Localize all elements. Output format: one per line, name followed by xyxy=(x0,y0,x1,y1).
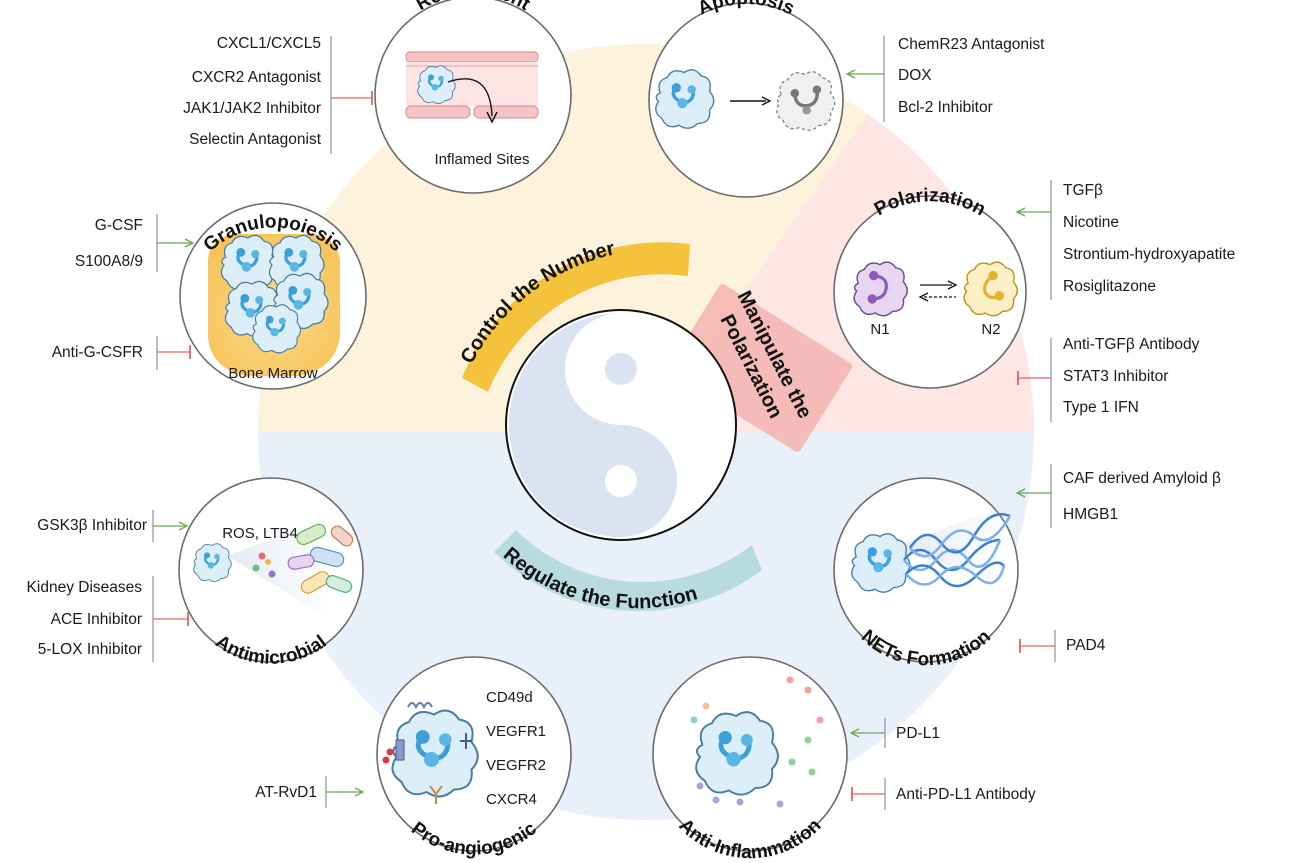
neutrophil-icon xyxy=(416,64,457,105)
n1-cell-icon xyxy=(853,261,908,317)
nets-activator-label: CAF derived Amyloid β xyxy=(1063,470,1221,487)
recruitment-inhibitor-label: JAK1/JAK2 Inhibitor xyxy=(183,100,321,117)
n2-label: N2 xyxy=(981,321,1000,338)
polarization-activator-label: TGFβ xyxy=(1063,182,1103,199)
polarization-inhibitor-label: Anti-TGFβ Antibody xyxy=(1063,336,1200,353)
antimicrobial-inhibitor-label: 5-LOX Inhibitor xyxy=(37,641,142,658)
apoptotic-cell-icon xyxy=(776,71,836,131)
marker-label: CD49d xyxy=(486,689,533,706)
antimicrobial-inhibitor-label: Kidney Diseases xyxy=(26,579,142,596)
granulopoiesis-caption: Bone Marrow xyxy=(228,365,317,382)
neutrophil-icon xyxy=(850,532,912,594)
yin-yang-icon xyxy=(505,309,737,541)
polarization-inhibitor-label: Type 1 IFN xyxy=(1063,399,1139,416)
proangiogenic-activator-label: AT-RvD1 xyxy=(255,784,317,801)
granulopoiesis-inhibitor-label: Anti-G-CSFR xyxy=(51,344,143,361)
recruitment-inhibitor-label: CXCR2 Antagonist xyxy=(191,69,321,86)
marker-label: VEGFR2 xyxy=(486,757,546,774)
nets-circle xyxy=(833,477,1019,663)
recruitment-caption: Inflamed Sites xyxy=(434,151,529,168)
neutrophil-icon xyxy=(393,711,478,797)
neutrophil-icon xyxy=(251,303,302,355)
neutrophil-icon xyxy=(654,68,716,130)
cytokine-dots xyxy=(690,676,824,808)
antimicrobial-circle: ROS, LTB4 xyxy=(178,477,364,663)
n1-label: N1 xyxy=(870,321,889,338)
nets-inhibitor-label: PAD4 xyxy=(1066,637,1106,654)
proangiogenic-markers: CD49d VEGFR1 VEGFR2 CXCR4 xyxy=(486,689,546,808)
granulopoiesis-activator-label: S100A8/9 xyxy=(74,253,143,270)
neutrophil-icon xyxy=(192,542,233,583)
nets-activator-label: HMGB1 xyxy=(1063,506,1119,523)
marker-label: VEGFR1 xyxy=(486,723,546,740)
granulopoiesis-circle: Bone Marrow xyxy=(179,202,367,390)
antimicrobial-caption: ROS, LTB4 xyxy=(222,525,298,542)
recruitment-circle: Inflamed Sites xyxy=(374,0,572,194)
polarization-inhibitor-label: STAT3 Inhibitor xyxy=(1063,368,1169,385)
neutrophil-icon xyxy=(696,712,778,795)
polarization-activator-label: Nicotine xyxy=(1063,214,1119,231)
apoptosis-activator-label: ChemR23 Antagonist xyxy=(898,36,1045,53)
antimicrobial-inhibitor-label: ACE Inhibitor xyxy=(50,611,142,628)
recruitment-inhibitor-label: CXCL1/CXCL5 xyxy=(216,35,321,52)
polarization-activator-label: Rosiglitazone xyxy=(1063,278,1157,295)
polarization-circle: N1 N2 xyxy=(833,195,1027,389)
granulopoiesis-activator-label: G-CSF xyxy=(94,217,143,234)
n2-cell-icon xyxy=(963,261,1018,317)
apoptosis-activator-label: DOX xyxy=(898,67,932,84)
apoptosis-circle xyxy=(648,2,844,198)
antiinflammation-inhibitor-label: Anti-PD-L1 Antibody xyxy=(896,786,1036,803)
antimicrobial-activator-label: GSK3β Inhibitor xyxy=(37,517,147,534)
polarization-activator-label: Strontium-hydroxyapatite xyxy=(1063,246,1236,263)
marker-label: CXCR4 xyxy=(486,791,537,808)
recruitment-inhibitor-label: Selectin Antagonist xyxy=(189,131,321,148)
bacteria-icon xyxy=(287,523,354,594)
dna-strands-icon xyxy=(903,513,1012,588)
apoptosis-activator-label: Bcl-2 Inhibitor xyxy=(898,99,993,116)
antiinflammation-activator-label: PD-L1 xyxy=(896,725,940,742)
connectors xyxy=(152,36,1056,810)
proangiogenic-circle xyxy=(376,656,572,852)
antiinflammation-circle xyxy=(652,656,848,852)
receptor-icon xyxy=(382,702,472,804)
